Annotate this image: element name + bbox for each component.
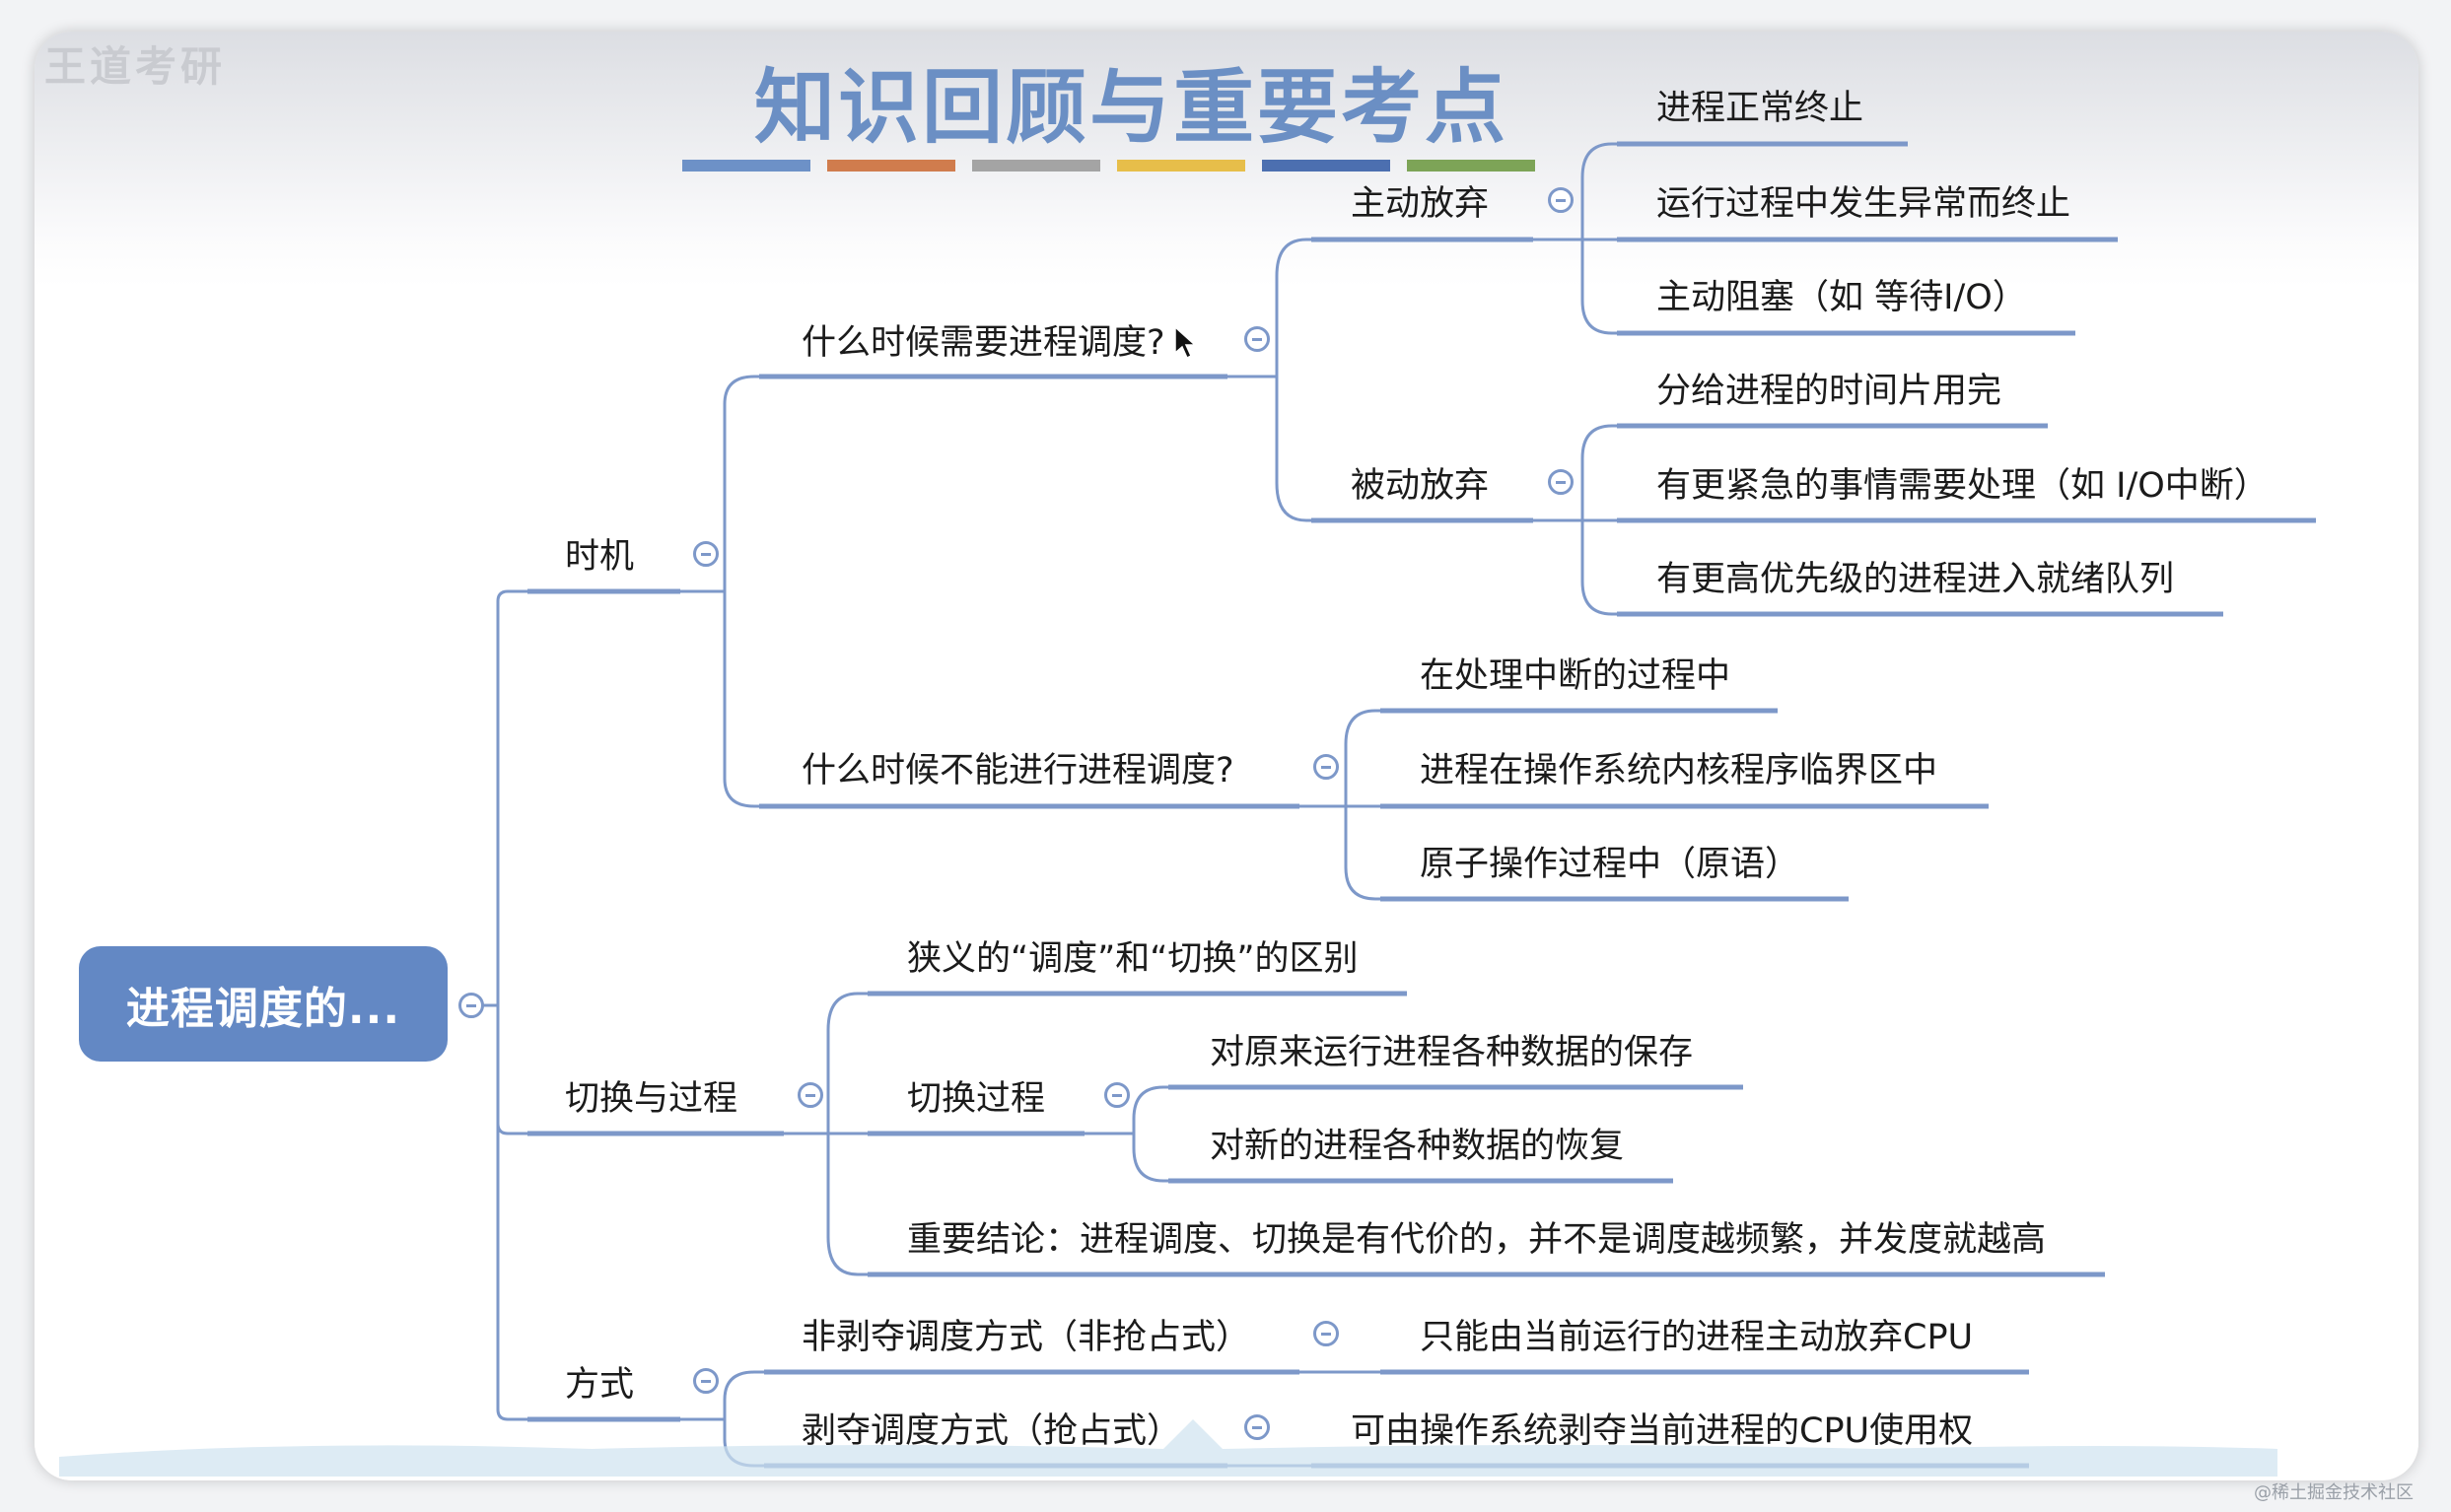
node-switch-1[interactable]: 对原来运行进程各种数据的保存 (1210, 1033, 1694, 1072)
node-nonpre-1[interactable]: 只能由当前运行的进程主动放弃CPU (1420, 1318, 1974, 1357)
node-switch-2[interactable]: 对新的进程各种数据的恢复 (1210, 1127, 1625, 1166)
node-beidong-1[interactable]: 分给进程的时间片用完 (1656, 372, 2002, 411)
node-zhudong[interactable]: 主动放弃 (1351, 184, 1490, 224)
title-color-bar (1117, 160, 1245, 172)
node-narrow[interactable]: 狭义的“调度”和“切换”的区别 (907, 939, 1359, 979)
collapse-toggle-zhudong[interactable] (1548, 187, 1574, 213)
node-not-1[interactable]: 在处理中断的过程中 (1420, 656, 1731, 696)
node-switch-proc[interactable]: 切换过程 (907, 1079, 1046, 1119)
title-color-bar (1407, 160, 1535, 172)
node-beidong[interactable]: 被动放弃 (1351, 466, 1490, 506)
title-color-bar (682, 160, 810, 172)
node-when-need[interactable]: 什么时候需要进程调度? (802, 323, 1165, 363)
collapse-toggle-when-need[interactable] (1244, 326, 1270, 352)
node-beidong-2[interactable]: 有更紧急的事情需要处理（如 I/O中断） (1656, 466, 2269, 506)
collapse-toggle-root[interactable] (458, 993, 484, 1018)
collapse-toggle-shiji[interactable] (693, 541, 719, 567)
node-zhudong-2[interactable]: 运行过程中发生异常而终止 (1656, 184, 2071, 224)
node-conclusion[interactable]: 重要结论：进程调度、切换是有代价的，并不是调度越频繁，并发度就越高 (907, 1220, 2047, 1260)
title-color-bar (827, 160, 955, 172)
page-title: 知识回顾与重要考点 (754, 60, 1509, 155)
logo-watermark: 王道考研 (44, 42, 227, 91)
collapse-toggle-when-not[interactable] (1313, 754, 1339, 780)
collapse-toggle-pre[interactable] (1244, 1414, 1270, 1440)
title-color-bar (972, 160, 1100, 172)
mouse-pointer-icon (1174, 325, 1197, 360)
footer-watermark: @稀土掘金技术社区 (2254, 1482, 2414, 1503)
node-nonpre[interactable]: 非剥夺调度方式（非抢占式） (802, 1318, 1251, 1357)
title-color-bar (1262, 160, 1390, 172)
slide: 王道考研 知识回顾与重要考点 (35, 32, 2418, 1480)
collapse-toggle-beidong[interactable] (1548, 469, 1574, 495)
node-pre[interactable]: 剥夺调度方式（抢占式） (802, 1411, 1182, 1451)
root-node[interactable]: 进程调度的... (79, 946, 448, 1062)
node-fangshi[interactable]: 方式 (565, 1365, 635, 1405)
collapse-toggle-switch-proc[interactable] (1104, 1082, 1130, 1108)
node-shiji[interactable]: 时机 (565, 537, 635, 577)
node-not-3[interactable]: 原子操作过程中（原语） (1420, 845, 1800, 884)
collapse-toggle-qiehuan[interactable] (798, 1082, 823, 1108)
node-not-2[interactable]: 进程在操作系统内核程序临界区中 (1420, 751, 1938, 790)
node-beidong-3[interactable]: 有更高优先级的进程进入就绪队列 (1656, 560, 2175, 599)
collapse-toggle-nonpre[interactable] (1313, 1321, 1339, 1346)
node-qiehuan[interactable]: 切换与过程 (565, 1079, 738, 1119)
node-pre-1[interactable]: 可由操作系统剥夺当前进程的CPU使用权 (1351, 1411, 1974, 1451)
collapse-toggle-fangshi[interactable] (693, 1368, 719, 1394)
node-zhudong-3[interactable]: 主动阻塞（如 等待I/O） (1656, 278, 2027, 317)
node-zhudong-1[interactable]: 进程正常终止 (1656, 89, 1864, 128)
node-when-not[interactable]: 什么时候不能进行进程调度? (802, 751, 1234, 790)
